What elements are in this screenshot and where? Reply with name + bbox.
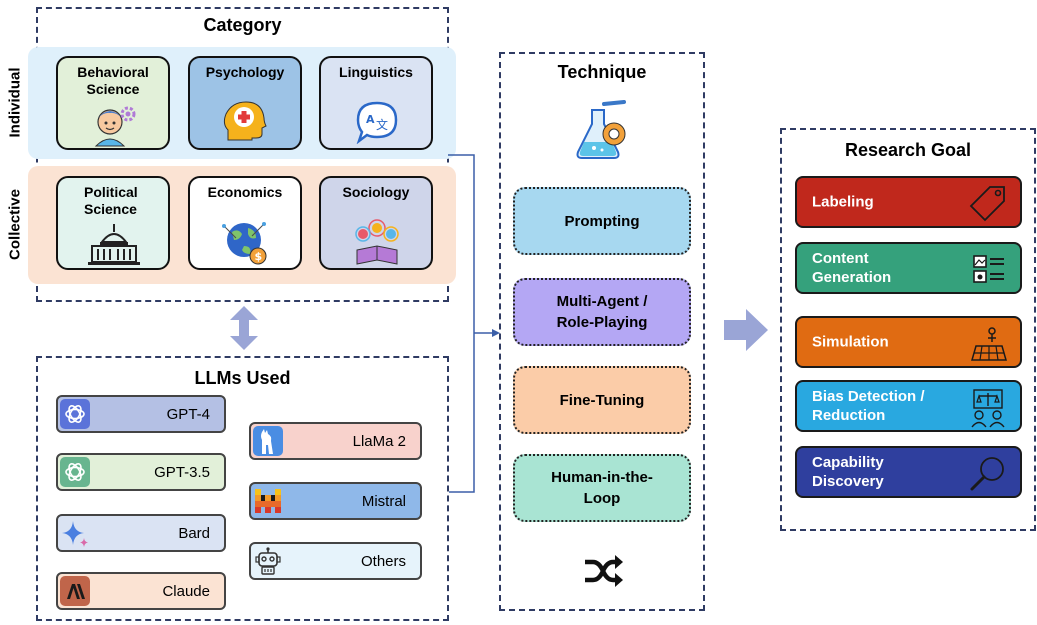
goal-label: Simulation [812, 333, 889, 351]
goal-label: Labeling [812, 193, 874, 211]
llm-name: Bard [178, 525, 210, 542]
solar-panel-icon [971, 327, 1007, 361]
svg-text:A: A [366, 113, 375, 126]
anthropic-logo-icon [60, 576, 90, 606]
llm-mistral: Mistral [249, 482, 422, 520]
llm-name: GPT-3.5 [154, 464, 210, 481]
llm-name: Mistral [361, 493, 406, 510]
llm-claude: Claude [56, 572, 226, 610]
card-label: Economics [207, 184, 283, 200]
llm-name: Others [360, 553, 406, 570]
card-label: Psychology [205, 64, 285, 80]
group-book-icon [355, 219, 399, 265]
goal-labeling: Labeling [795, 176, 1022, 228]
llm-gpt-4: GPT-4 [56, 395, 226, 433]
image-list-icon [973, 255, 1004, 283]
llm-name: Claude [162, 583, 210, 600]
card-psychology: Psychology [188, 56, 302, 150]
globe-money-icon: $ [222, 222, 267, 265]
goal-content-generation: Content Generation [795, 242, 1022, 294]
technique-title: Technique [557, 62, 647, 82]
svg-text:$: $ [255, 250, 263, 263]
technique-label: Multi-Agent / Role-Playing [556, 293, 648, 331]
robot-icon [255, 547, 281, 575]
right-arrow-icon [724, 309, 768, 351]
goal-bias-detection: Bias Detection / Reduction [795, 380, 1022, 432]
llm-name: GPT-4 [166, 406, 210, 423]
magnifier-icon [970, 457, 1004, 491]
category-title: Category [203, 15, 282, 35]
goal-simulation: Simulation [795, 316, 1022, 368]
card-label: Linguistics [339, 64, 413, 80]
card-economics: Economics $ [188, 176, 302, 270]
llm-gpt-3-5: GPT-3.5 [56, 453, 226, 491]
llms-panel [36, 356, 449, 621]
research-goal-title: Research Goal [844, 140, 972, 160]
collective-label: Collective [6, 189, 24, 260]
card-sociology: Sociology [319, 176, 433, 270]
sparkle-icon [62, 521, 88, 547]
openai-logo-icon [60, 457, 90, 487]
svg-text:文: 文 [376, 117, 388, 132]
goal-capability-discovery: Capability Discovery [795, 446, 1022, 498]
scales-people-icon [971, 389, 1005, 428]
tag-icon [969, 186, 1005, 222]
shuffle-icon [585, 555, 623, 587]
technique-human-in-the-loop: Human-in-the-Loop [513, 454, 691, 522]
card-political-science: Political Science [56, 176, 170, 270]
llms-title: LLMs Used [194, 368, 291, 388]
card-label: Political Science [84, 184, 138, 217]
llm-bard: Bard [56, 514, 226, 552]
card-label: Sociology [342, 184, 410, 200]
llm-name: LlaMa 2 [352, 433, 406, 450]
technique-label: Fine-Tuning [559, 391, 645, 409]
translate-bubble-icon: A 文 [356, 101, 398, 144]
card-linguistics: Linguistics A 文 [319, 56, 433, 150]
llm-others: Others [249, 542, 422, 580]
goal-label: Bias Detection / Reduction [812, 388, 925, 424]
technique-fine-tuning: Fine-Tuning [513, 366, 691, 434]
capitol-building-icon [88, 224, 140, 265]
individual-label: Individual [6, 67, 24, 138]
technique-multi-agent: Multi-Agent / Role-Playing [513, 278, 691, 346]
technique-label: Prompting [564, 212, 640, 230]
llama-icon [253, 426, 283, 456]
goal-label: Content Generation [812, 250, 892, 286]
card-label: Behavioral Science [77, 64, 149, 97]
goal-label: Capability Discovery [812, 454, 884, 490]
card-behavioral-science: Behavioral Science [56, 56, 170, 150]
connector-lines [448, 154, 500, 493]
double-arrow-icon [230, 306, 258, 350]
openai-logo-icon [60, 399, 90, 429]
research-goal-panel [780, 128, 1036, 531]
technique-prompting: Prompting [513, 187, 691, 255]
person-gear-icon [94, 106, 136, 147]
technique-label: Human-in-the-Loop [551, 469, 653, 507]
head-medical-icon [223, 101, 267, 141]
mistral-logo-icon [255, 489, 281, 513]
llm-llama-2: LlaMa 2 [249, 422, 422, 460]
flask-gear-icon [576, 100, 626, 159]
technique-panel [499, 52, 705, 611]
